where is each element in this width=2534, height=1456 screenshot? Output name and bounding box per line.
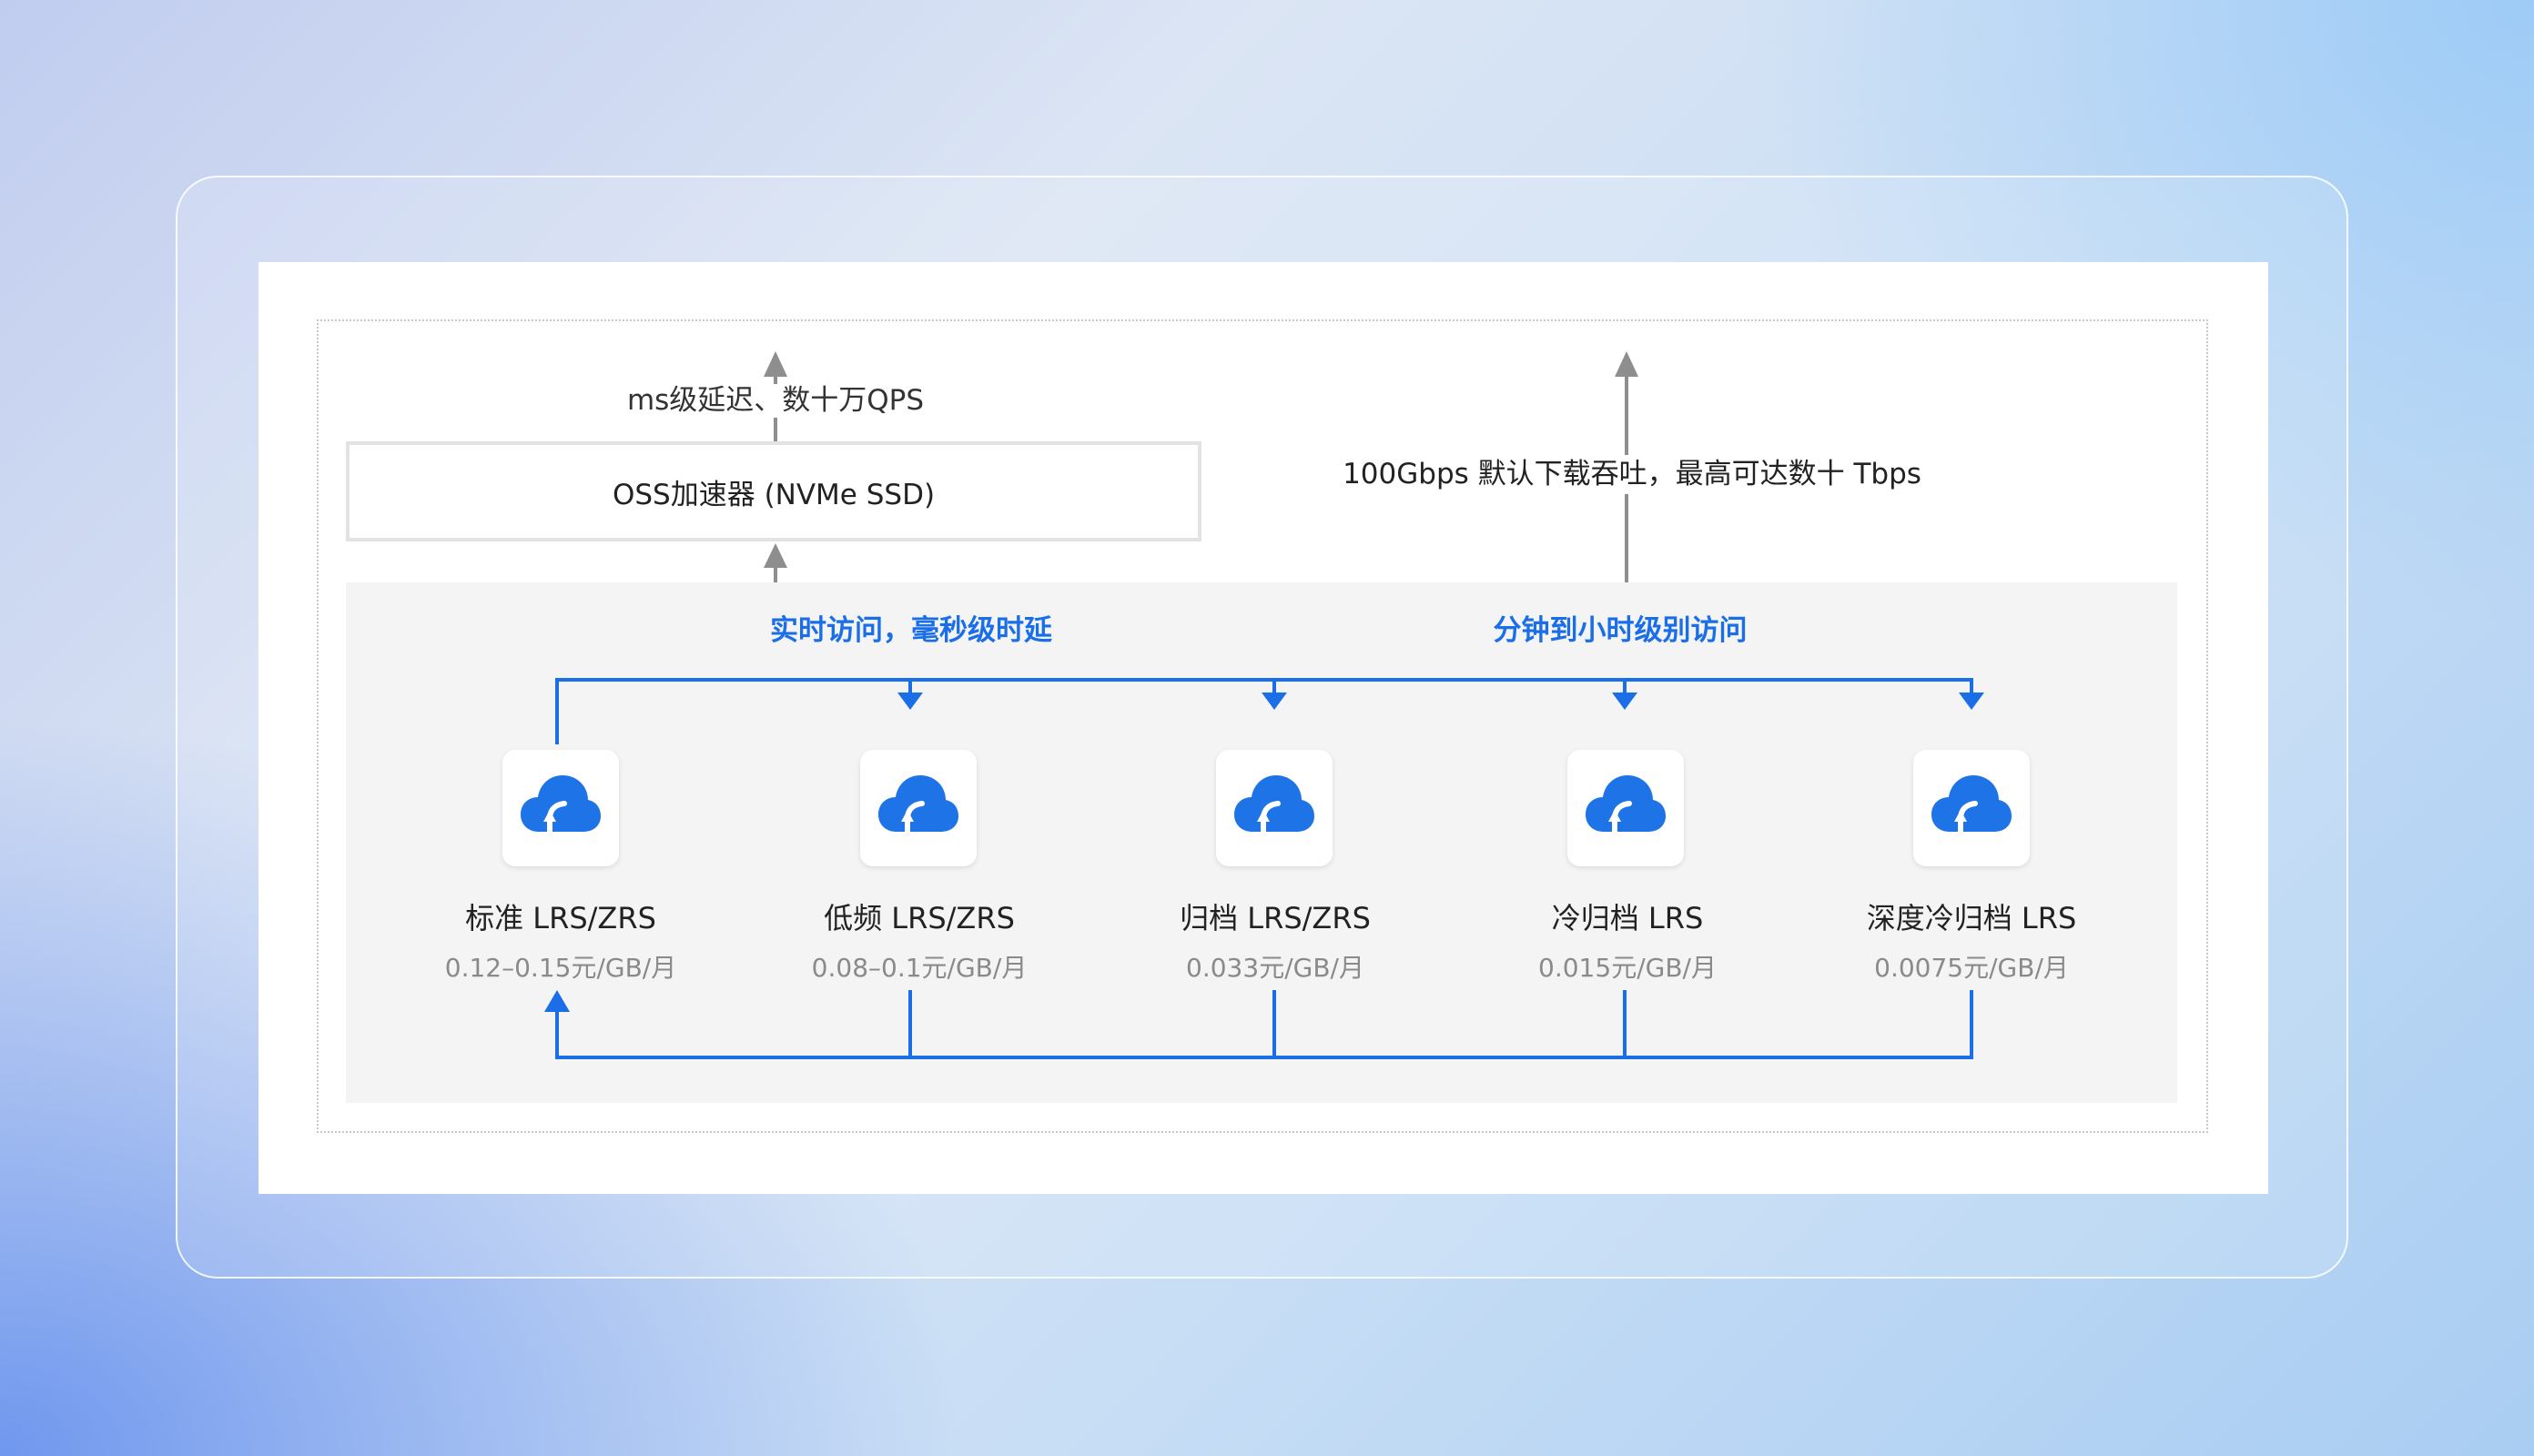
accelerator-input-arrow xyxy=(764,543,787,582)
infrequent-tier-tile xyxy=(860,750,977,866)
cloud-upload-icon xyxy=(1586,775,1666,834)
deep-cold-archive-tier-tile xyxy=(1913,750,2030,866)
cloud-upload-icon xyxy=(1931,775,2012,834)
infrequent-tier-name: 低频 LRS/ZRS xyxy=(824,901,1015,935)
diagram-border xyxy=(317,319,2208,1133)
throughput-label: 100Gbps 默认下载吞吐，最高可达数十 Tbps xyxy=(1337,455,1927,494)
infrequent-tier-price: 0.08–0.1元/GB/月 xyxy=(811,953,1028,983)
realtime-access-label: 实时访问，毫秒级时延 xyxy=(770,614,1052,647)
cold-archive-tier-name: 冷归档 LRS xyxy=(1551,901,1704,935)
deep-cold-archive-tier-price: 0.0075元/GB/月 xyxy=(1874,953,2069,983)
connector-layer xyxy=(544,351,1984,1059)
archive-tier-price: 0.033元/GB/月 xyxy=(1186,953,1364,983)
cold-archive-tier-price: 0.015元/GB/月 xyxy=(1538,953,1717,983)
archive-tier-name: 归档 LRS/ZRS xyxy=(1180,901,1371,935)
archive-tier-tile xyxy=(1216,750,1333,866)
standard-tier-tile xyxy=(502,750,619,866)
oss-accelerator-box: OSS加速器 (NVMe SSD) xyxy=(346,441,1201,541)
standard-tier-name: 标准 LRS/ZRS xyxy=(465,901,656,935)
standard-tier-price: 0.12–0.15元/GB/月 xyxy=(444,953,677,983)
top-access-bus xyxy=(555,678,1984,744)
cloud-upload-icon xyxy=(1234,775,1314,834)
cloud-upload-icon xyxy=(878,775,958,834)
oss-accelerator-label: OSS加速器 (NVMe SSD) xyxy=(612,478,936,511)
delayed-access-label: 分钟到小时级别访问 xyxy=(1493,614,1748,647)
cold-archive-tier-tile xyxy=(1567,750,1684,866)
bottom-retrieval-bus xyxy=(544,990,1973,1059)
accelerator-latency-label: ms级延迟、数十万QPS xyxy=(623,384,928,418)
deep-cold-archive-tier-name: 深度冷归档 LRS xyxy=(1866,901,2077,935)
cloud-upload-icon xyxy=(521,775,601,834)
diagram-card: OSS加速器 (NVMe SSD) xyxy=(258,262,2268,1194)
